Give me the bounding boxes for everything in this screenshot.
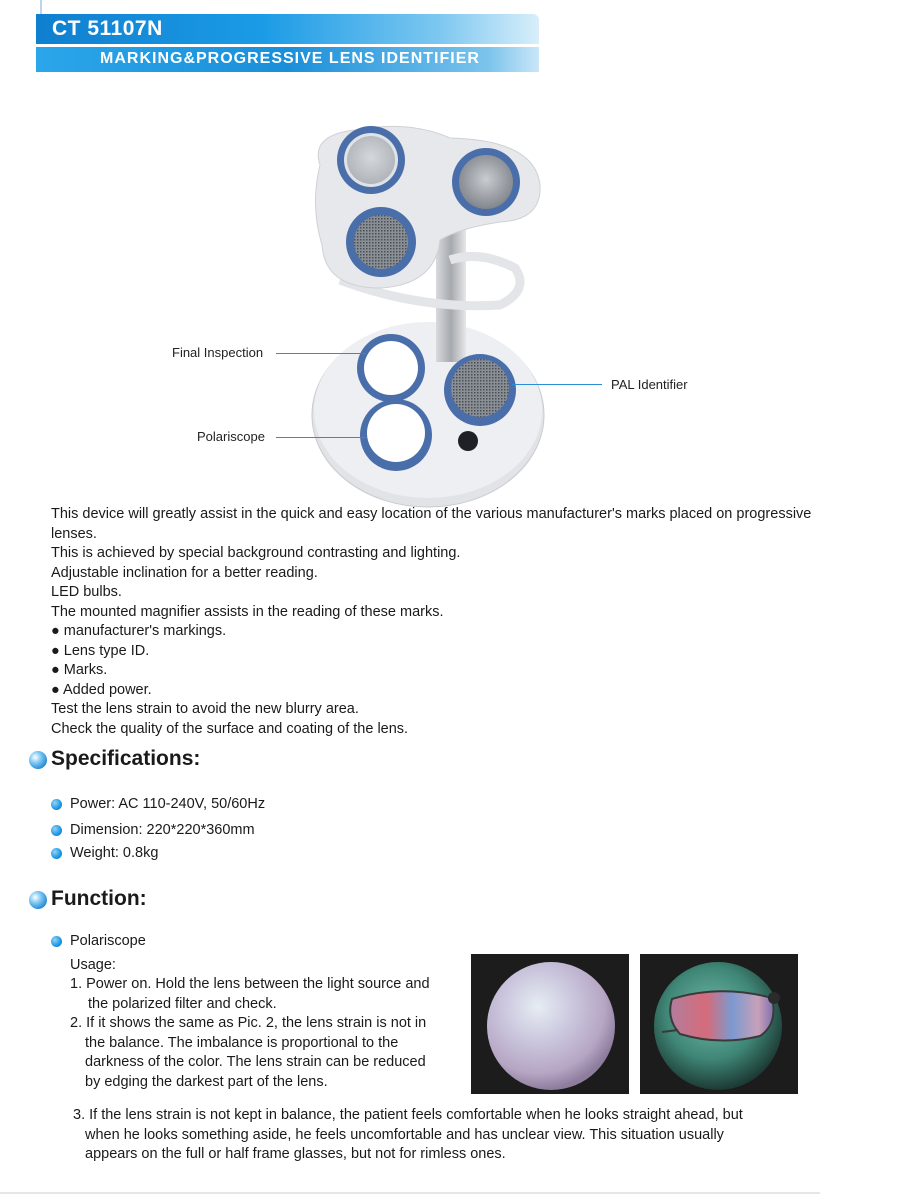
- polariscope-photo-1: [471, 954, 629, 1094]
- bullet-dot-icon: [51, 847, 62, 859]
- product-subtitle: MARKING&PROGRESSIVE LENS IDENTIFIER: [100, 50, 480, 67]
- function-heading: Function:: [29, 887, 147, 911]
- usage-step-1: 1. Power on. Hold the lens between the l…: [70, 975, 430, 1014]
- spec-item-text: Dimension: 220*220*360mm: [70, 822, 255, 838]
- description-line: The mounted magnifier assists in the rea…: [51, 603, 444, 620]
- bottom-divider: [0, 1192, 820, 1194]
- bullet-dot-icon: [51, 798, 62, 810]
- callout-pal-identifier: PAL Identifier: [611, 377, 688, 392]
- usage-line: 3. If the lens strain is not kept in bal…: [73, 1107, 743, 1123]
- description-line: This is achieved by special background c…: [51, 545, 461, 561]
- usage-line: 1. Power on. Hold the lens between the l…: [70, 976, 430, 992]
- usage-line: 2. If it shows the same as Pic. 2, the l…: [70, 1015, 427, 1031]
- specifications-heading-text: Specifications:: [51, 747, 201, 770]
- polariscope-photo-2: [640, 954, 798, 1094]
- description-line: ● Added power.: [51, 681, 152, 698]
- description-line: This device will greatly assist in the q…: [51, 506, 812, 542]
- callout-line-pal-identifier: [512, 384, 602, 385]
- spec-item: Dimension: 220*220*360mm: [51, 822, 255, 838]
- spec-item: Power: AC 110-240V, 50/60Hz: [51, 796, 265, 812]
- usage-line: when he looks something aside, he feels …: [85, 1126, 724, 1143]
- usage-line: appears on the full or half frame glasse…: [85, 1146, 506, 1162]
- usage-step-2: 2. If it shows the same as Pic. 2, the l…: [70, 1014, 426, 1092]
- usage-step-3: 3. If the lens strain is not kept in bal…: [73, 1106, 743, 1165]
- description: This device will greatly assist in the q…: [51, 505, 841, 739]
- header-subtitle-bar: [36, 47, 539, 72]
- specifications-heading: Specifications:: [29, 747, 200, 771]
- description-line: Adjustable inclination for a better read…: [51, 564, 318, 581]
- function-item-text: Polariscope: [70, 933, 146, 949]
- spec-item: Weight: 0.8kg: [51, 845, 158, 861]
- spec-item-text: Weight: 0.8kg: [70, 845, 159, 861]
- bullet-dot-icon: [51, 824, 62, 836]
- function-heading-text: Function:: [51, 887, 147, 910]
- description-line: ● Lens type ID.: [51, 642, 150, 659]
- usage-line: by edging the darkest part of the lens.: [85, 1073, 328, 1090]
- callout-polariscope: Polariscope: [197, 429, 265, 444]
- function-item: Polariscope: [51, 933, 146, 949]
- callout-line-polariscope: [276, 437, 366, 438]
- section-ball-icon: [29, 891, 47, 909]
- usage-block: Usage:: [70, 956, 116, 976]
- usage-line: the balance. The imbalance is proportion…: [85, 1034, 399, 1051]
- header-title-bar: [36, 14, 539, 44]
- header-accent-line: [40, 0, 42, 22]
- description-line: ● Marks.: [51, 662, 108, 678]
- usage-line: darkness of the color. The lens strain c…: [85, 1054, 426, 1070]
- product-image: [311, 125, 545, 508]
- description-line: Test the lens strain to avoid the new bl…: [51, 701, 359, 717]
- bullet-dot-icon: [51, 935, 62, 947]
- usage-label: Usage:: [70, 957, 116, 973]
- section-ball-icon: [29, 751, 47, 769]
- usage-line: the polarized filter and check.: [88, 995, 277, 1012]
- description-line: Check the quality of the surface and coa…: [51, 720, 409, 737]
- spec-item-text: Power: AC 110-240V, 50/60Hz: [70, 796, 266, 812]
- description-line: LED bulbs.: [51, 584, 122, 600]
- description-line: ● manufacturer's markings.: [51, 623, 227, 639]
- callout-final-inspection: Final Inspection: [172, 345, 264, 360]
- model-title: CT 51107N: [52, 17, 163, 40]
- callout-line-final-inspection: [276, 353, 366, 354]
